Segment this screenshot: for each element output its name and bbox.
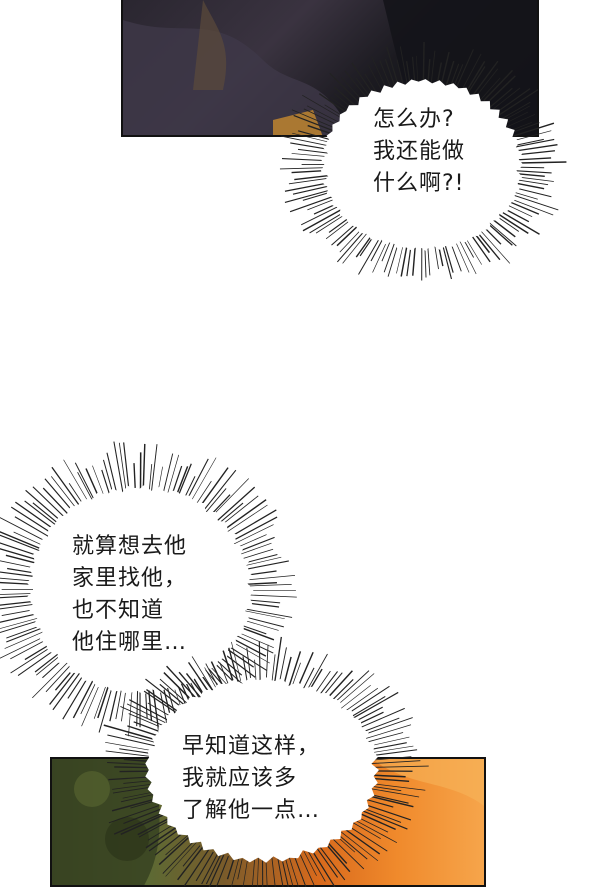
burst-spike xyxy=(106,751,153,757)
speech-line: 就算想去他 xyxy=(72,531,187,563)
speech-text-middle: 就算想去他 家里找他， 也不知道 他住哪里… xyxy=(72,531,187,659)
burst-spike xyxy=(341,832,378,861)
burst-spike xyxy=(146,825,180,848)
burst-spike xyxy=(247,648,251,681)
burst-spike xyxy=(372,757,411,761)
burst-spike xyxy=(275,637,281,681)
burst-spike xyxy=(112,784,152,789)
speech-line: 早知道这样， xyxy=(182,731,320,763)
speech-line: 什么啊?! xyxy=(373,168,465,200)
burst-spike xyxy=(350,827,387,851)
burst-spike xyxy=(368,732,403,741)
burst-spike xyxy=(371,766,429,767)
burst-spike xyxy=(356,821,397,843)
burst-spike xyxy=(206,664,218,687)
burst-spike xyxy=(114,767,148,768)
burst-spike xyxy=(259,641,260,681)
burst-spike xyxy=(183,846,200,867)
burst-spike xyxy=(266,645,268,683)
speech-line: 我就应该多 xyxy=(182,763,320,795)
burst-spike xyxy=(127,704,165,723)
burst-spike xyxy=(113,787,152,793)
burst-spike xyxy=(370,761,421,764)
speech-line: 了解他一点… xyxy=(182,795,320,827)
burst-spike xyxy=(107,763,150,765)
speech-line: 家里找他， xyxy=(72,563,187,595)
burst-spike xyxy=(298,652,313,686)
speech-text-top: 怎么办? 我还能做 什么啊?! xyxy=(373,104,465,200)
burst-spike xyxy=(364,718,400,731)
burst-spike xyxy=(223,651,234,684)
burst-spike xyxy=(114,812,165,834)
speech-line: 他住哪里… xyxy=(72,627,187,659)
speech-line: 我还能做 xyxy=(373,136,465,168)
speech-text-bottom: 早知道这样， 我就应该多 了解他一点… xyxy=(182,731,320,827)
burst-spike xyxy=(342,827,380,854)
burst-spike xyxy=(205,668,216,688)
burst-spike xyxy=(272,654,275,681)
speech-line: 也不知道 xyxy=(72,595,187,627)
burst-spike xyxy=(255,660,256,680)
burst-spike xyxy=(363,811,407,829)
burst-spike xyxy=(127,726,156,736)
speech-line: 怎么办? xyxy=(373,104,465,136)
burst-spike xyxy=(211,662,223,688)
